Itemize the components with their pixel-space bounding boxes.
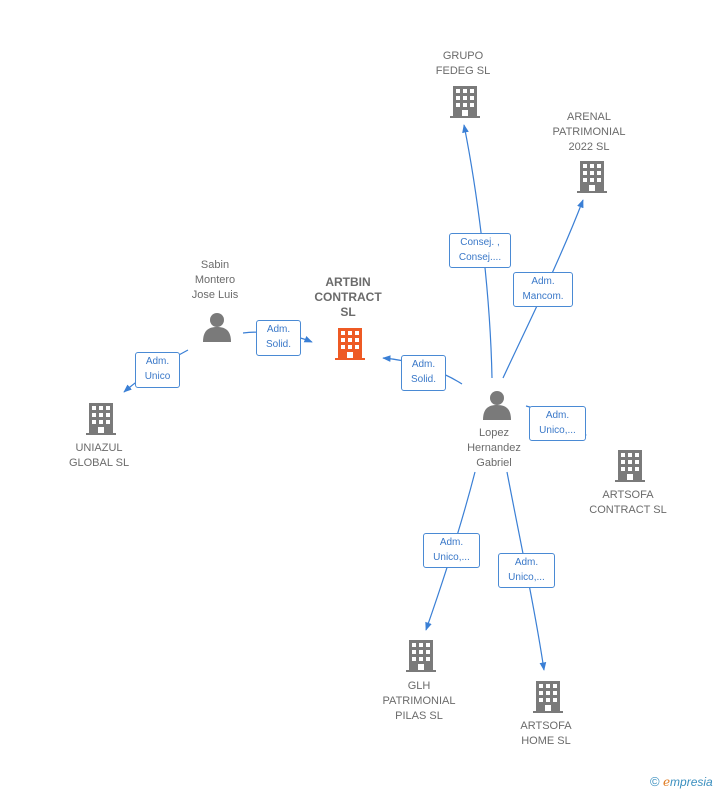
edge-label-line: Adm.: [411, 359, 436, 370]
node-label-line: ARENAL: [566, 111, 612, 123]
edge-label-line: Adm.: [531, 276, 555, 287]
node-label-glh[interactable]: GLH PATRIMONIAL PILAS SL: [369, 679, 469, 724]
edge-label-lopez-grupo: Consej. , Consej....: [449, 233, 511, 268]
node-label-line: UNIAZUL: [75, 442, 123, 454]
node-label-line: ARTSOFA: [602, 489, 654, 501]
building-icon-arenal[interactable]: [577, 161, 607, 193]
person-icon-lopez[interactable]: [483, 391, 511, 420]
edge-label-sabin-uniazul: Adm. Unico: [135, 352, 180, 388]
node-label-line: HOME SL: [521, 735, 571, 747]
brand-watermark: © empresia: [650, 774, 713, 789]
node-label-line: 2022 SL: [568, 141, 610, 153]
copyright-icon: ©: [650, 774, 660, 789]
person-icon-sabin[interactable]: [203, 313, 231, 342]
building-icon-grupo-fedeg[interactable]: [450, 86, 480, 118]
edge-label-line: Adm.: [439, 537, 464, 548]
edge-label-line: Mancom.: [522, 291, 564, 302]
node-label-sabin[interactable]: Sabin Montero Jose Luis: [165, 258, 265, 303]
node-label-lopez[interactable]: Lopez Hernandez Gabriel: [444, 426, 544, 471]
edge-label-line: Solid.: [265, 339, 291, 350]
edge-label-line: Consej. ,: [460, 237, 500, 248]
node-label-line: PATRIMONIAL: [552, 126, 626, 138]
edge-label-lopez-artsofa-home: Adm. Unico,...: [498, 553, 555, 588]
node-label-line: Montero: [194, 274, 236, 286]
edge-label-line: Consej....: [458, 252, 502, 263]
building-icon-glh[interactable]: [406, 640, 436, 672]
edge-label-lopez-artsofa-contract: Adm. Unico,...: [529, 406, 586, 441]
node-label-line: CONTRACT SL: [589, 504, 667, 516]
edge-label-line: Adm.: [545, 410, 570, 421]
edge-label-line: Unico,...: [433, 552, 470, 563]
node-label-line: ARTSOFA: [520, 720, 572, 732]
building-icon-uniazul[interactable]: [86, 403, 116, 435]
node-label-line: GLOBAL SL: [68, 457, 130, 469]
node-label-line: GLH: [407, 680, 431, 692]
node-label-line: GRUPO: [442, 50, 484, 62]
node-label-arenal[interactable]: ARENAL PATRIMONIAL 2022 SL: [539, 110, 639, 155]
building-icon-artsofa-home[interactable]: [533, 681, 563, 713]
node-label-line: Jose Luis: [191, 289, 239, 301]
building-icon-artsofa-contract[interactable]: [615, 450, 645, 482]
node-label-artbin[interactable]: ARTBIN CONTRACT SL: [298, 275, 398, 320]
edge-label-line: Unico: [144, 371, 171, 382]
node-label-line: FEDEG SL: [435, 65, 491, 77]
node-label-uniazul[interactable]: UNIAZUL GLOBAL SL: [49, 441, 149, 471]
node-label-line: PATRIMONIAL: [382, 695, 456, 707]
node-label-grupo-fedeg[interactable]: GRUPO FEDEG SL: [413, 49, 513, 79]
node-label-line: CONTRACT: [314, 290, 382, 304]
edge-label-sabin-artbin: Adm. Solid.: [256, 320, 301, 356]
node-label-line: Gabriel: [476, 457, 512, 469]
node-label-line: SL: [340, 305, 356, 319]
edge-label-lopez-glh: Adm. Unico,...: [423, 533, 480, 568]
brand-logo-text: mpresia: [670, 775, 713, 789]
brand-logo-e: e: [662, 775, 671, 789]
node-label-line: Hernandez: [467, 442, 521, 454]
node-label-line: PILAS SL: [395, 710, 443, 722]
node-label-line: ARTBIN: [325, 275, 371, 289]
node-label-line: Lopez: [479, 427, 509, 439]
edge-label-line: Solid.: [410, 374, 436, 385]
edge-label-line: Adm.: [514, 557, 539, 568]
edge-label-line: Adm.: [266, 324, 291, 335]
edge-label-lopez-arenal: Adm. Mancom.: [513, 272, 573, 307]
edge-label-line: Unico,...: [539, 425, 576, 436]
edge-label-line: Adm.: [145, 356, 170, 367]
node-label-artsofa-home[interactable]: ARTSOFA HOME SL: [496, 719, 596, 749]
node-label-line: Sabin: [200, 259, 230, 271]
edge-label-lopez-artbin: Adm. Solid.: [401, 355, 446, 391]
edge-label-line: Unico,...: [508, 572, 545, 583]
building-icon-main[interactable]: [335, 328, 365, 360]
node-label-artsofa-contract[interactable]: ARTSOFA CONTRACT SL: [578, 488, 678, 518]
